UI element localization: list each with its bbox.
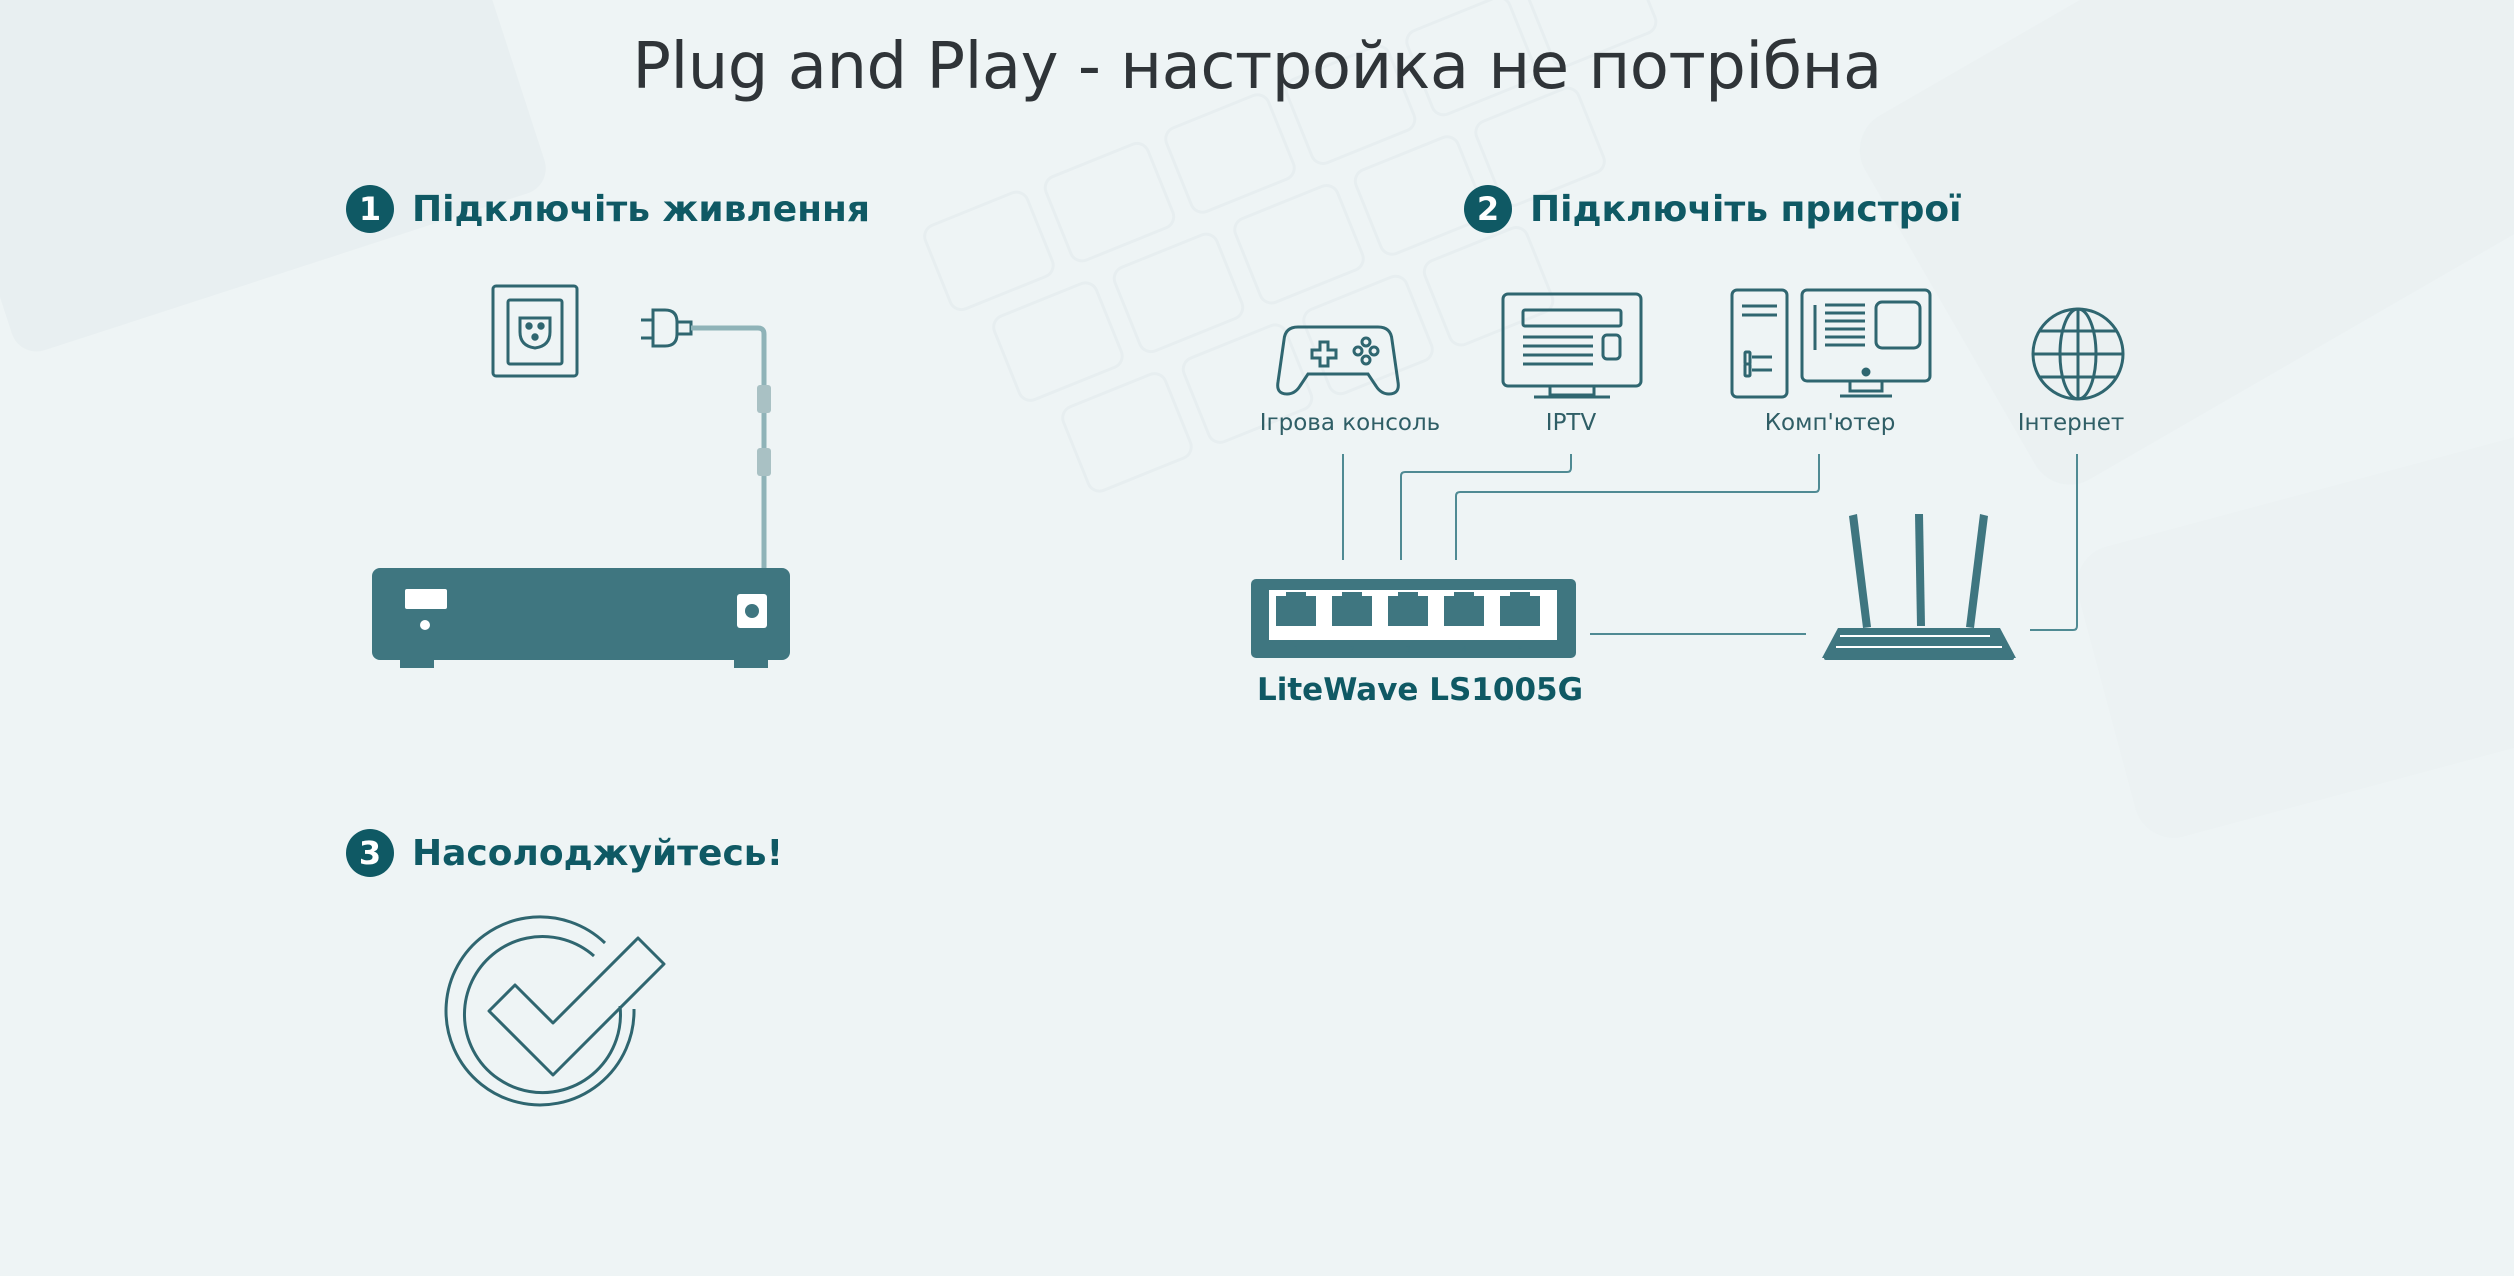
switch-port-number: 3 xyxy=(1405,645,1410,654)
switch-model-name: LiteWave LS1005G xyxy=(1256,672,1584,708)
step-3-title: Насолоджуйтесь! xyxy=(412,832,783,874)
device-label-computer: Комп'ютер xyxy=(1764,410,1896,436)
switch-port-number: 2 xyxy=(1349,645,1354,654)
gamepad-icon xyxy=(1276,325,1400,396)
connection-lines xyxy=(1342,454,2078,635)
step-2-heading: 2 Підключіть пристрої xyxy=(1464,179,1961,239)
switch-icon: 1 2 3 4 5 xyxy=(1251,579,1576,658)
router-icon xyxy=(1822,514,2016,660)
power-plug-icon xyxy=(641,308,693,348)
power-switch-device xyxy=(372,568,790,668)
switch-port-number: 5 xyxy=(1517,645,1522,654)
globe-icon xyxy=(2031,307,2125,401)
computer-icon xyxy=(1730,288,1932,399)
step-1-heading: 1 Підключіть живлення xyxy=(346,179,870,239)
power-cable xyxy=(691,325,767,570)
page-title: Plug and Play - настройка не потрібна xyxy=(632,30,1882,104)
step-2-number: 2 xyxy=(1464,185,1512,233)
power-cable-clips xyxy=(757,385,771,476)
step-3-number: 3 xyxy=(346,829,394,877)
switch-port-number: 1 xyxy=(1293,645,1298,654)
step-2-title: Підключіть пристрої xyxy=(1530,188,1962,230)
step-1-number: 1 xyxy=(346,185,394,233)
power-outlet-icon xyxy=(491,284,579,378)
check-circle-icon xyxy=(444,915,666,1107)
step-1-title: Підключіть живлення xyxy=(412,188,871,230)
device-label-console: Ігрова консоль xyxy=(1259,410,1441,436)
tv-icon xyxy=(1501,292,1643,399)
device-label-iptv: IPTV xyxy=(1545,410,1597,436)
device-label-internet: Інтернет xyxy=(2017,410,2125,436)
switch-port-number: 4 xyxy=(1461,645,1466,654)
step-3-heading: 3 Насолоджуйтесь! xyxy=(346,823,783,883)
